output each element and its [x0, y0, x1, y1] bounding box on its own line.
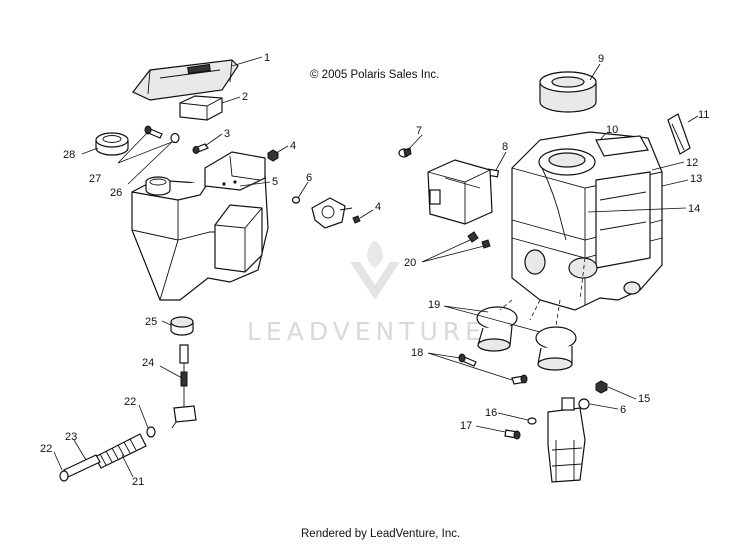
callout-4a: 4 [290, 140, 296, 152]
part-19-boot-a [476, 306, 518, 352]
part-24-level-sensor [171, 344, 197, 429]
callout-22a: 22 [40, 443, 52, 455]
part-1-cover [132, 59, 239, 101]
leader-lines [53, 56, 699, 478]
callout-24: 24 [142, 357, 154, 369]
part-25-grommet [170, 316, 194, 336]
part-6-washer-b [578, 398, 590, 410]
assembly-centerlines [499, 257, 586, 327]
callout-23: 23 [65, 431, 77, 443]
part-11-latch [667, 113, 691, 155]
part-20-fastener-a [467, 231, 479, 243]
callout-19: 19 [428, 299, 440, 311]
part-19-boot-b [535, 326, 577, 371]
part-27-washer [170, 132, 180, 144]
callout-13: 13 [690, 173, 702, 185]
callout-9: 9 [598, 53, 604, 65]
part-6-grommet-a [291, 196, 301, 204]
callout-17: 17 [460, 420, 472, 432]
footer-credit: Rendered by LeadVenture, Inc. [301, 528, 460, 540]
part-bracket [547, 397, 586, 483]
callout-12: 12 [686, 157, 698, 169]
callout-26: 26 [110, 187, 122, 199]
part-ecu-module [427, 159, 493, 225]
callout-14: 14 [688, 203, 700, 215]
callout-22b: 22 [124, 396, 136, 408]
callout-15: 15 [638, 393, 650, 405]
callout-2: 2 [242, 91, 248, 103]
part-28-cap [95, 132, 129, 156]
part-21-hose-clamp [94, 433, 147, 469]
callout-10: 10 [606, 124, 618, 136]
part-20-fastener-b [481, 239, 491, 249]
part-7-screw [398, 147, 412, 158]
callout-27: 27 [89, 173, 101, 185]
watermark-text: LEADVENTURE [247, 317, 486, 346]
callout-21: 21 [132, 476, 144, 488]
callout-3: 3 [224, 128, 230, 140]
part-22-clip-b [146, 426, 156, 438]
part-3-screw [192, 143, 209, 154]
part-22-clip-a [59, 470, 69, 482]
callout-4b: 4 [375, 201, 381, 213]
copyright-text: © 2005 Polaris Sales Inc. [310, 69, 439, 81]
part-18-bolt-b [511, 374, 528, 385]
callout-16: 16 [485, 407, 497, 419]
callout-11: 11 [698, 109, 709, 121]
part-4-nut-a [267, 149, 279, 162]
part-airbox [511, 131, 663, 311]
callout-20: 20 [404, 257, 416, 269]
callout-18: 18 [411, 347, 423, 359]
part-15-nut [595, 380, 608, 394]
part-sensor [311, 197, 353, 229]
callout-5: 5 [272, 176, 278, 188]
part-26-bolt [144, 125, 163, 139]
part-4-screw-b [352, 215, 361, 224]
part-16-washer [527, 417, 537, 425]
callout-8: 8 [502, 141, 508, 153]
callout-25: 25 [145, 316, 157, 328]
callout-6a: 6 [306, 172, 312, 184]
part-9-foam-ring [539, 71, 597, 113]
part-17-bolt [504, 429, 521, 440]
part-5-reservoir-tank [131, 151, 269, 301]
part-23-hose [63, 454, 101, 478]
callout-1: 1 [264, 52, 270, 64]
callout-6b: 6 [620, 404, 626, 416]
part-2-pad [179, 95, 223, 121]
callout-28: 28 [63, 149, 75, 161]
leadventure-watermark-logo [350, 241, 400, 300]
callout-7: 7 [416, 125, 422, 137]
